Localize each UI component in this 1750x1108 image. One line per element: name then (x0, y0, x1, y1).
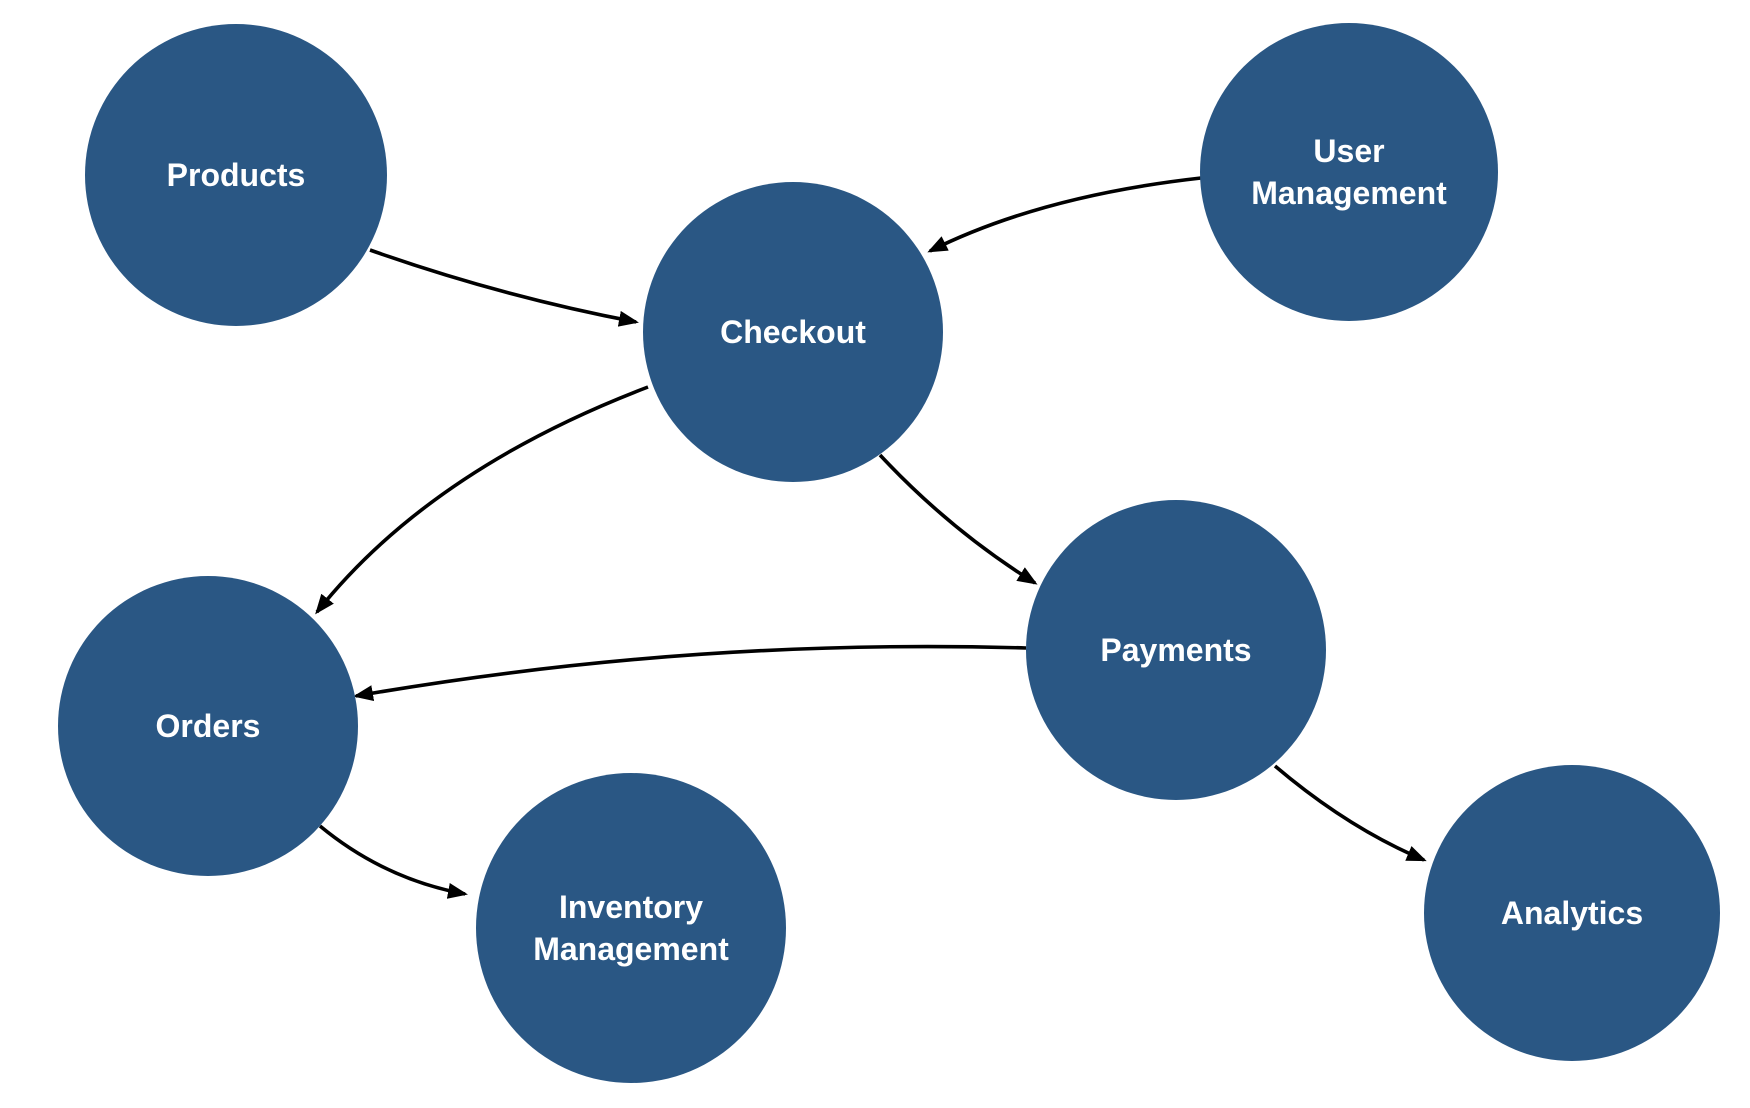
node-user-management[interactable]: User Management (1200, 23, 1498, 321)
node-products-label: Products (166, 156, 306, 193)
node-user-management-label: User Management (1251, 132, 1447, 211)
node-inventory-management[interactable]: Inventory Management (476, 773, 786, 1083)
node-orders-label: Orders (155, 707, 261, 744)
node-payments[interactable]: Payments (1026, 500, 1326, 800)
edge-payments-to-analytics (1273, 764, 1427, 862)
node-inventory-management-label: Inventory Management (533, 888, 729, 967)
edge-user-management-to-checkout (927, 176, 1202, 253)
edge-checkout-to-payments (878, 453, 1038, 585)
edge-payments-to-orders (353, 644, 1027, 701)
node-payments-label: Payments (1100, 631, 1252, 668)
node-analytics[interactable]: Analytics (1424, 765, 1720, 1061)
node-products[interactable]: Products (85, 24, 387, 326)
edge-products-to-checkout (369, 248, 639, 327)
node-checkout-label: Checkout (720, 313, 866, 350)
edge-orders-to-inventory-management (318, 824, 468, 899)
node-analytics-label: Analytics (1500, 894, 1644, 931)
node-orders[interactable]: Orders (58, 576, 358, 876)
edge-checkout-to-orders (315, 385, 649, 615)
node-checkout[interactable]: Checkout (643, 182, 943, 482)
